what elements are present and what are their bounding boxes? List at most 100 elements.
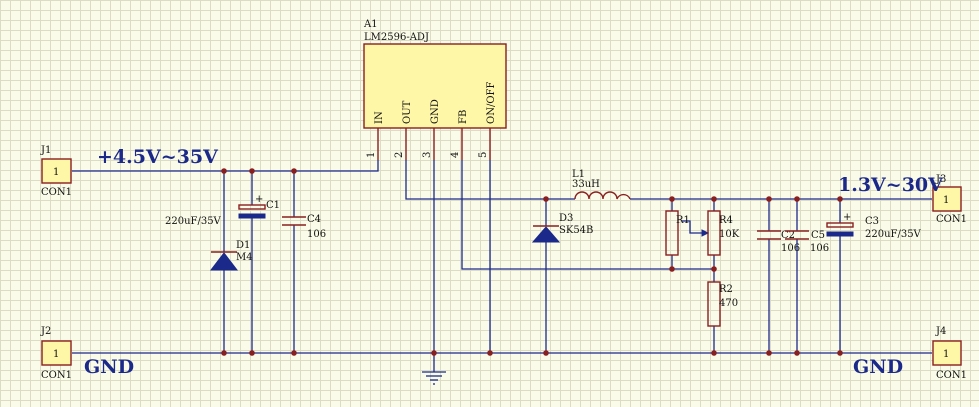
connector-j4[interactable]: J4 1 CON1 [932,326,967,381]
c1-value: 220uF/35V [165,216,222,227]
ic-pin-2-number: 2 [394,152,405,158]
capacitor-c2[interactable]: C2 106 [757,230,800,254]
r4-wiper-arrow [701,229,710,237]
j3-type: CON1 [936,214,967,225]
c1-plus-sign: + [255,194,263,205]
j3-body [932,186,962,212]
junction-dot [766,196,772,202]
l1-coil [574,191,631,200]
c2-ref: C2 [781,230,795,241]
r4-ref: R4 [719,215,733,226]
junction-dot [543,350,549,356]
junction-dot [487,350,493,356]
junction-dot [794,196,800,202]
ic-pin-1-number: 1 [366,152,377,158]
inductor-l1[interactable]: L1 33uH [572,169,631,200]
d1-value: M4 [236,252,253,263]
j3-pin: 1 [943,195,949,206]
c1-negative-plate [238,213,266,219]
ic-part-number: LM2596-ADJ [364,32,429,43]
capacitor-c1[interactable]: + C1 220uF/35V [165,194,280,227]
ground-symbol [422,371,446,385]
gnd-label-left: GND [84,356,134,378]
junction-dot [837,350,843,356]
j2-body [41,340,72,366]
ic-pin-out-name: OUT [402,100,413,124]
junction-dot [837,196,843,202]
wires [72,160,932,372]
resistor-r2[interactable]: R2 470 [707,281,738,327]
capacitor-c4[interactable]: C4 106 [282,214,326,240]
junction-dot [766,350,772,356]
d3-ref: D3 [559,213,573,224]
junction-dot [794,350,800,356]
connector-j1[interactable]: J1 1 CON1 [40,145,72,198]
j2-type: CON1 [41,370,72,381]
c2-value: 106 [781,243,800,254]
c5-value: 106 [810,243,829,254]
capacitor-c3[interactable]: + C3 220uF/35V [826,212,922,240]
diode-d1[interactable]: D1 M4 [209,240,253,271]
input-rail-wire [72,160,379,172]
r1-ref: R1 [676,215,690,226]
input-voltage-label: +4.5V~35V [97,146,219,168]
junction-dot [669,196,675,202]
connector-j2[interactable]: J2 1 CON1 [40,326,72,381]
junction-dot [711,266,717,272]
connector-j3[interactable]: J3 1 CON1 [932,174,967,225]
junction-dot [291,168,297,174]
c3-negative-plate [826,231,854,237]
junction-dot [221,350,227,356]
ic-pin-fb-name: FB [458,110,469,124]
r4-body [707,210,721,256]
capacitor-c5[interactable]: C5 106 [785,230,829,254]
ic-body [363,43,507,129]
ic-pin-3-number: 3 [422,152,433,158]
output-voltage-label: 1.3V~30V [838,174,944,196]
out-pin-wire [405,160,575,200]
c5-ref: C5 [811,230,825,241]
j1-pin: 1 [53,167,59,178]
j3-ref: J3 [935,174,946,185]
j4-body [932,340,962,366]
ic-pin-5-number: 5 [478,152,489,158]
r2-ref: R2 [719,284,733,295]
c4-value: 106 [307,229,326,240]
d1-triangle [209,252,239,271]
l1-value: 33uH [572,179,600,190]
c3-positive-plate [826,222,854,228]
junction-dot [669,266,675,272]
j4-ref: J4 [935,326,946,337]
j1-type: CON1 [41,187,72,198]
junction-dot [543,196,549,202]
c1-ref: C1 [266,200,280,211]
r1-body [665,210,679,256]
d3-value: SK54B [559,225,593,236]
junctions [221,168,843,356]
j4-pin: 1 [943,349,949,360]
junction-dot [249,168,255,174]
r4-value: 10K [719,229,740,240]
ic-designator: A1 [363,19,378,30]
fb-pin-wire [461,160,714,270]
junction-dot [711,350,717,356]
j4-type: CON1 [936,370,967,381]
r2-value: 470 [719,298,738,309]
c1-positive-plate [238,204,266,210]
junction-dot [221,168,227,174]
resistor-r4[interactable]: R4 10K [707,210,740,256]
j1-ref: J1 [40,145,51,156]
ic-lm2596[interactable]: A1 LM2596-ADJ IN OUT GND FB ON/OFF 1 2 3… [363,19,507,160]
c3-value: 220uF/35V [865,229,922,240]
resistor-r1[interactable]: R1 [665,210,690,256]
diode-d3[interactable]: D3 SK54B [531,213,593,243]
ic-pin-onoff-name: ON/OFF [486,82,497,124]
gnd-label-right: GND [853,356,903,378]
c3-ref: C3 [865,216,879,227]
j2-pin: 1 [53,349,59,360]
c4-ref: C4 [307,214,321,225]
r4-wiper-wire [682,220,706,234]
ic-pin-in-name: IN [374,111,385,124]
d1-ref: D1 [236,240,250,251]
